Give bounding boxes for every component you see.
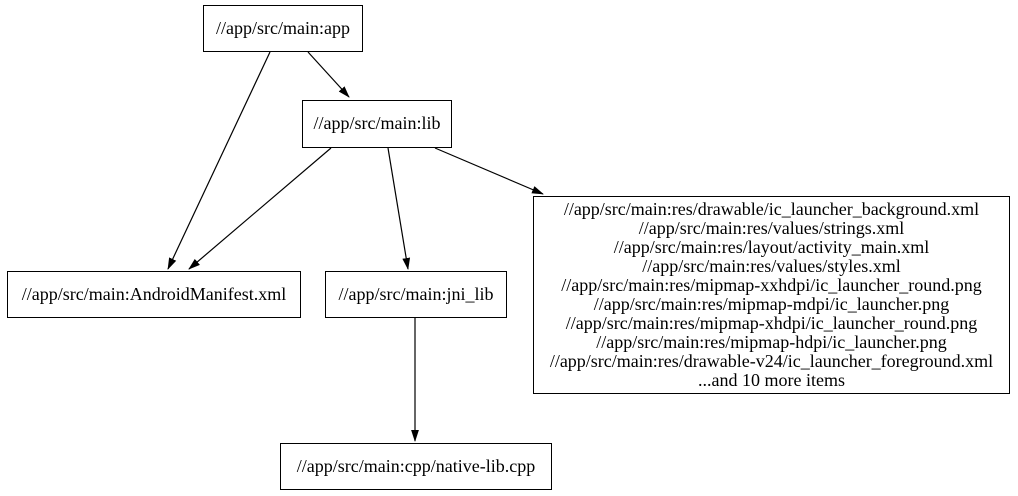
graph-node-res-files-group: //app/src/main:res/drawable/ic_launcher_…: [533, 196, 1010, 394]
node-label-app: //app/src/main:app: [216, 17, 350, 38]
graph-node-lib: //app/src/main:lib: [302, 100, 452, 148]
edge-lib-to-jni-lib: [387, 147, 411, 270]
res-more-items-line: ...and 10 more items: [698, 370, 845, 390]
res-file-line: //app/src/main:res/values/styles.xml: [642, 256, 901, 276]
graph-node-native-lib-cpp: //app/src/main:cpp/native-lib.cpp: [280, 443, 552, 490]
res-file-line: //app/src/main:res/layout/activity_main.…: [613, 237, 930, 257]
res-file-line: //app/src/main:res/mipmap-hdpi/ic_launch…: [596, 332, 947, 352]
graph-node-android-manifest: //app/src/main:AndroidManifest.xml: [7, 271, 301, 318]
res-file-line: //app/src/main:res/mipmap-mdpi/ic_launch…: [593, 294, 950, 314]
res-file-line: //app/src/main:res/drawable/ic_launcher_…: [563, 199, 980, 219]
graph-node-jni-lib: //app/src/main:jni_lib: [325, 271, 507, 318]
res-file-line: //app/src/main:res/values/strings.xml: [638, 218, 905, 238]
edge-lib-to-manifest: [188, 147, 332, 270]
graph-node-app: //app/src/main:app: [203, 5, 363, 52]
edge-lib-to-res-files: [434, 147, 544, 195]
node-label-jni-lib: //app/src/main:jni_lib: [338, 283, 494, 304]
edge-app-to-lib: [307, 51, 350, 98]
node-label-android-manifest: //app/src/main:AndroidManifest.xml: [21, 283, 287, 304]
node-label-native-lib-cpp: //app/src/main:cpp/native-lib.cpp: [296, 455, 536, 476]
node-label-lib: //app/src/main:lib: [313, 113, 441, 134]
res-file-line: //app/src/main:res/mipmap-xxhdpi/ic_laun…: [561, 275, 982, 295]
res-file-line: //app/src/main:res/drawable-v24/ic_launc…: [549, 351, 994, 371]
edge-app-to-manifest: [167, 51, 271, 270]
res-file-line: //app/src/main:res/mipmap-xhdpi/ic_launc…: [565, 313, 978, 333]
